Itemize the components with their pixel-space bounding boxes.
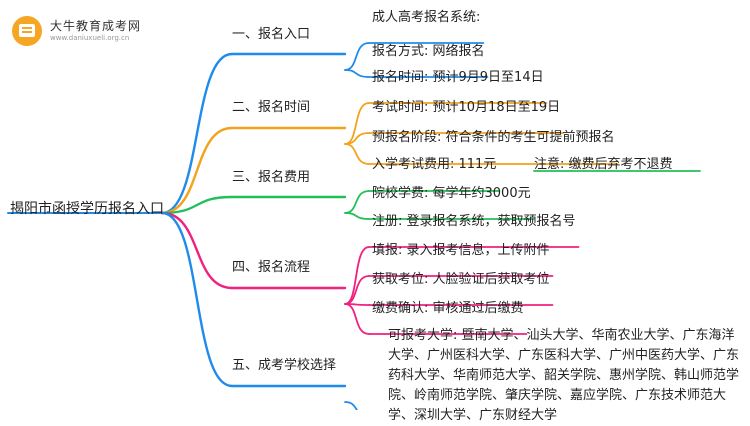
leaf-connector: [344, 275, 370, 305]
leaf-process-register: 注册: 登录报名系统，获取预报名号: [372, 214, 576, 229]
leaf-process-pay: 缴费确认: 审核通过后缴费: [372, 301, 524, 316]
leaf-connector: [344, 212, 370, 220]
leaf-connector: [344, 42, 370, 71]
leaf-connector: [344, 190, 370, 214]
leaf-time-exam: 考试时间: 预计10月18日至19日: [372, 100, 561, 115]
root-topic: 揭阳市函授学历报名入口: [10, 201, 164, 217]
leaf-time-signup: 报名时间: 预计9月9日至14日: [372, 70, 544, 85]
branch-process: 四、报名流程: [232, 260, 311, 275]
book-icon: [12, 16, 42, 46]
leaf-connector: [344, 69, 370, 78]
branch-schools: 五、成考学校选择: [232, 358, 337, 373]
leaf-connector: [344, 143, 370, 165]
leaf-fee-tuition: 院校学费: 每学年约3000元: [372, 186, 531, 201]
mindmap-connectors: [7, 42, 701, 410]
logo-url: www.daniuxueli.org.cn: [50, 34, 130, 42]
branch-entry: 一、报名入口: [232, 27, 311, 42]
site-logo: 大牛教育成考网 www.daniuxueli.org.cn: [12, 14, 182, 48]
branch-connector: [160, 52, 234, 215]
leaf-connector: [344, 246, 370, 305]
leaf-process-seat: 获取考位: 人脸验证后获取考位: [372, 272, 550, 287]
leaf-time-pre: 预报名阶段: 符合条件的考生可提前预报名: [372, 130, 615, 145]
branch-connector: [160, 126, 234, 215]
leaf-connector: [344, 401, 359, 410]
logo-name: 大牛教育成考网: [50, 19, 142, 33]
branch-connector: [160, 195, 234, 215]
leaf-entry-method: 报名方式: 网络报名: [372, 44, 485, 59]
branch-connector: [160, 211, 234, 388]
leaf-entry-system: 成人高考报名系统:: [372, 10, 481, 25]
leaf-fee-exam: 入学考试费用: 111元: [372, 157, 497, 172]
branch-time: 二、报名时间: [232, 100, 311, 115]
school-list-text: 可报考大学: 暨南大学、汕头大学、华南农业大学、广东海洋大学、广州医科大学、广东…: [388, 328, 740, 423]
leaf-connector: [344, 303, 370, 335]
branch-fee: 三、报名费用: [232, 170, 311, 185]
branch-connector: [160, 211, 234, 290]
leaf-process-fill: 填报: 录入报考信息，上传附件: [372, 243, 550, 258]
fee-note: 注意: 缴费后弃考不退费: [534, 157, 673, 172]
